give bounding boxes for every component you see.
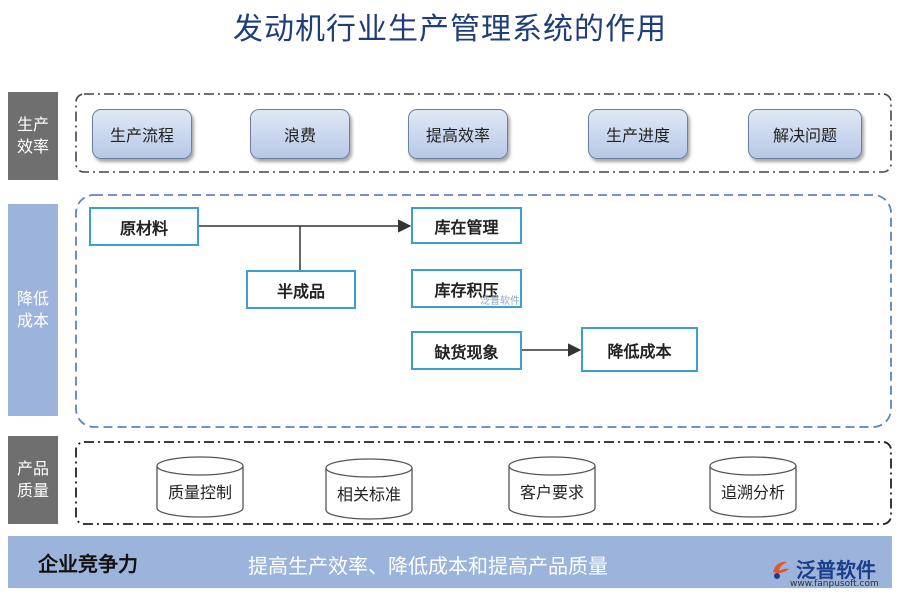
logo-icon: [770, 558, 792, 580]
node-inventory-backlog: 库存积压: [411, 269, 522, 308]
pill-solve-problems: 解决问题: [748, 109, 862, 159]
node-shortage: 缺货现象: [411, 331, 522, 370]
footer-description: 提高生产效率、降低成本和提高产品质量: [248, 554, 608, 578]
node-semi-finished: 半成品: [246, 270, 356, 309]
cylinder-quality-control: [156, 456, 244, 518]
sidebar-efficiency: 生产效率: [8, 92, 58, 180]
brand-logo: 泛普软件: [770, 554, 876, 583]
logo-name: 泛普软件: [796, 558, 876, 582]
node-reduce-cost: 降低成本: [581, 327, 698, 372]
sidebar-quality-label: 产品质量: [16, 459, 49, 500]
sidebar-cost-label: 降低成本: [16, 289, 49, 330]
cylinder-standards: [325, 458, 413, 520]
frame-cost: [75, 194, 892, 428]
sidebar-efficiency-label: 生产效率: [16, 115, 49, 156]
sidebar-cost: 降低成本: [8, 204, 58, 416]
cylinder-customer: [508, 456, 596, 518]
footer-label: 企业竞争力: [38, 552, 138, 576]
pill-production-flow: 生产流程: [92, 109, 192, 159]
footer-bar: [8, 536, 892, 588]
watermark: 泛普软件: [480, 296, 520, 307]
node-inventory-management: 库在管理: [411, 207, 522, 244]
cylinder-traceability: [709, 456, 797, 518]
page-title: 发动机行业生产管理系统的作用: [233, 12, 667, 47]
frame-efficiency: [75, 93, 892, 173]
logo-url: www.fanpusoft.com: [790, 579, 879, 589]
label-traceability: 追溯分析: [720, 483, 785, 502]
sidebar-quality: 产品质量: [8, 436, 58, 524]
frame-quality: [75, 441, 892, 525]
label-quality-control: 质量控制: [167, 483, 232, 502]
pill-production-progress: 生产进度: [588, 109, 688, 159]
label-standards: 相关标准: [336, 485, 401, 504]
pill-improve-efficiency: 提高效率: [408, 109, 508, 159]
pill-waste: 浪费: [250, 109, 350, 159]
label-customer-requirements: 客户要求: [519, 483, 584, 502]
node-raw-material: 原材料: [89, 207, 199, 246]
